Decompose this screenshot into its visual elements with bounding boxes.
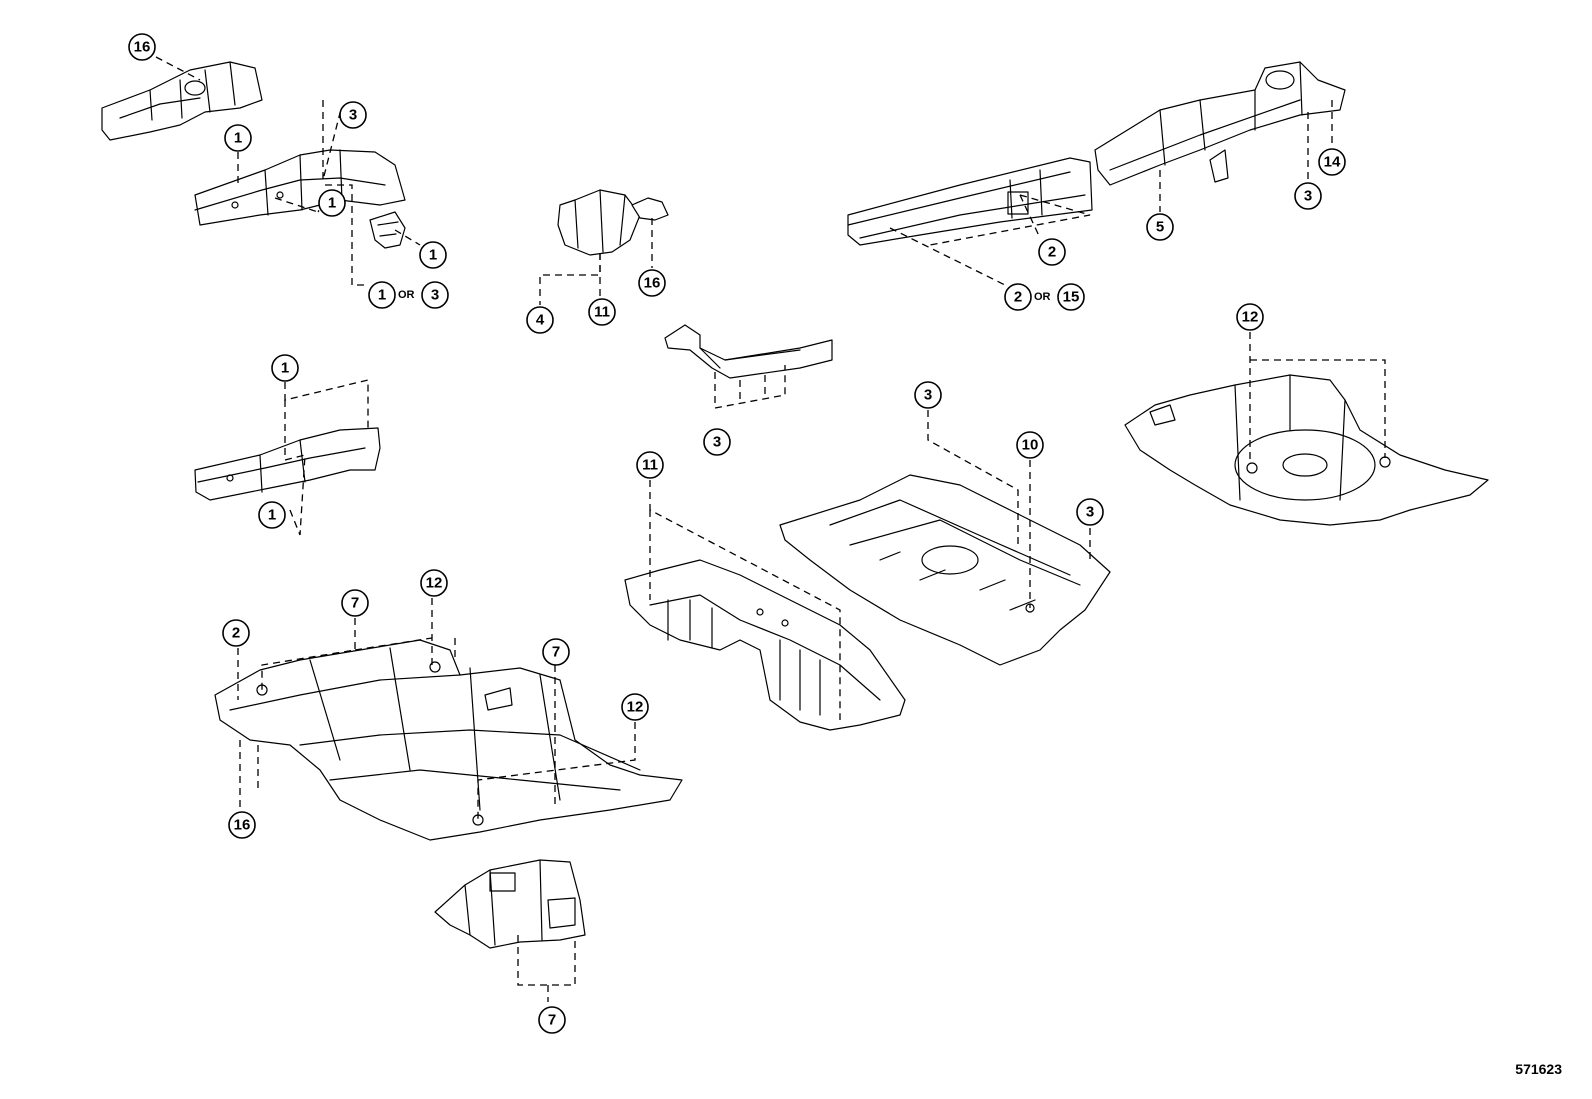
svg-text:1: 1 [268,507,276,524]
svg-text:1: 1 [281,360,289,377]
part-floor-brace [434,859,586,949]
callout-4: 4 [526,306,554,334]
callout-16-a: 16 [128,33,156,61]
callout-5: 5 [1146,213,1174,241]
svg-text:2: 2 [1014,289,1022,306]
svg-text:2: 2 [1048,244,1056,261]
callout-7-c: 7 [538,1006,566,1034]
svg-text:16: 16 [234,817,251,834]
callout-10: 10 [1016,431,1044,459]
callout-7-a: 7 [341,589,369,617]
svg-text:3: 3 [431,287,439,304]
callout-3-b: 3 [421,281,449,309]
callout-14: 14 [1318,148,1346,176]
callout-12-c: 12 [621,693,649,721]
callout-1-d: 1 [368,281,396,309]
svg-text:14: 14 [1324,154,1341,171]
svg-text:15: 15 [1063,289,1080,306]
svg-text:2: 2 [232,625,240,642]
svg-text:7: 7 [351,595,359,612]
svg-text:3: 3 [713,434,721,451]
callout-1-e: 1 [271,354,299,382]
svg-text:12: 12 [1242,309,1259,326]
callout-7-b: 7 [542,638,570,666]
part-rocker-reinforcement [664,324,833,379]
svg-text:1: 1 [378,287,386,304]
svg-text:12: 12 [426,575,443,592]
svg-text:1: 1 [234,130,242,147]
or-label-a: OR [398,289,415,301]
part-front-floor-pan [214,639,683,841]
part-rocker-rail [847,157,1093,246]
callout-1-b: 1 [318,189,346,217]
callout-3-a: 3 [339,101,367,129]
callout-15: 15 [1057,283,1085,311]
callout-16-b: 16 [638,269,666,297]
callout-12-b: 12 [420,569,448,597]
svg-text:1: 1 [328,195,336,212]
svg-text:1: 1 [429,247,437,264]
part-rear-floor-pan [1124,374,1489,526]
svg-text:4: 4 [536,312,545,329]
part-small-bracket [369,211,406,249]
part-front-side-member-extension [101,61,263,141]
callout-1-a: 1 [224,124,252,152]
callout-3-f: 3 [1076,498,1104,526]
svg-text:16: 16 [644,275,661,292]
leader-lines [155,56,1386,1002]
svg-text:5: 5 [1156,219,1164,236]
callout-12-a: 12 [1236,303,1264,331]
callout-16-c: 16 [228,811,256,839]
callout-3-e: 3 [914,381,942,409]
svg-text:10: 10 [1022,437,1039,454]
callout-2-a: 2 [1038,238,1066,266]
svg-text:3: 3 [349,107,357,124]
callout-2-c: 2 [222,619,250,647]
callout-1-f: 1 [258,501,286,529]
part-floor-crossmember [624,559,906,731]
part-front-side-member [194,149,406,226]
svg-text:3: 3 [1304,188,1312,205]
part-center-bracket [557,189,669,256]
or-label-b: OR [1034,291,1051,303]
callout-1-c: 1 [419,241,447,269]
svg-text:3: 3 [924,387,932,404]
svg-text:11: 11 [594,304,610,321]
callout-2-b: 2 [1004,283,1032,311]
part-side-member-inner [194,427,381,501]
part-center-floor-pan [779,474,1111,666]
svg-text:7: 7 [548,1012,556,1029]
callout-11-b: 11 [636,451,664,479]
part-rear-side-member [1094,61,1346,186]
svg-text:7: 7 [552,644,560,661]
callout-11-a: 11 [588,298,616,326]
svg-text:16: 16 [134,39,151,56]
svg-text:11: 11 [642,457,658,474]
callout-3-c: 3 [1294,182,1322,210]
callout-3-d: 3 [703,428,731,456]
diagram-number: 571623 [1515,1061,1562,1077]
svg-text:12: 12 [627,699,644,716]
svg-text:3: 3 [1086,504,1094,521]
